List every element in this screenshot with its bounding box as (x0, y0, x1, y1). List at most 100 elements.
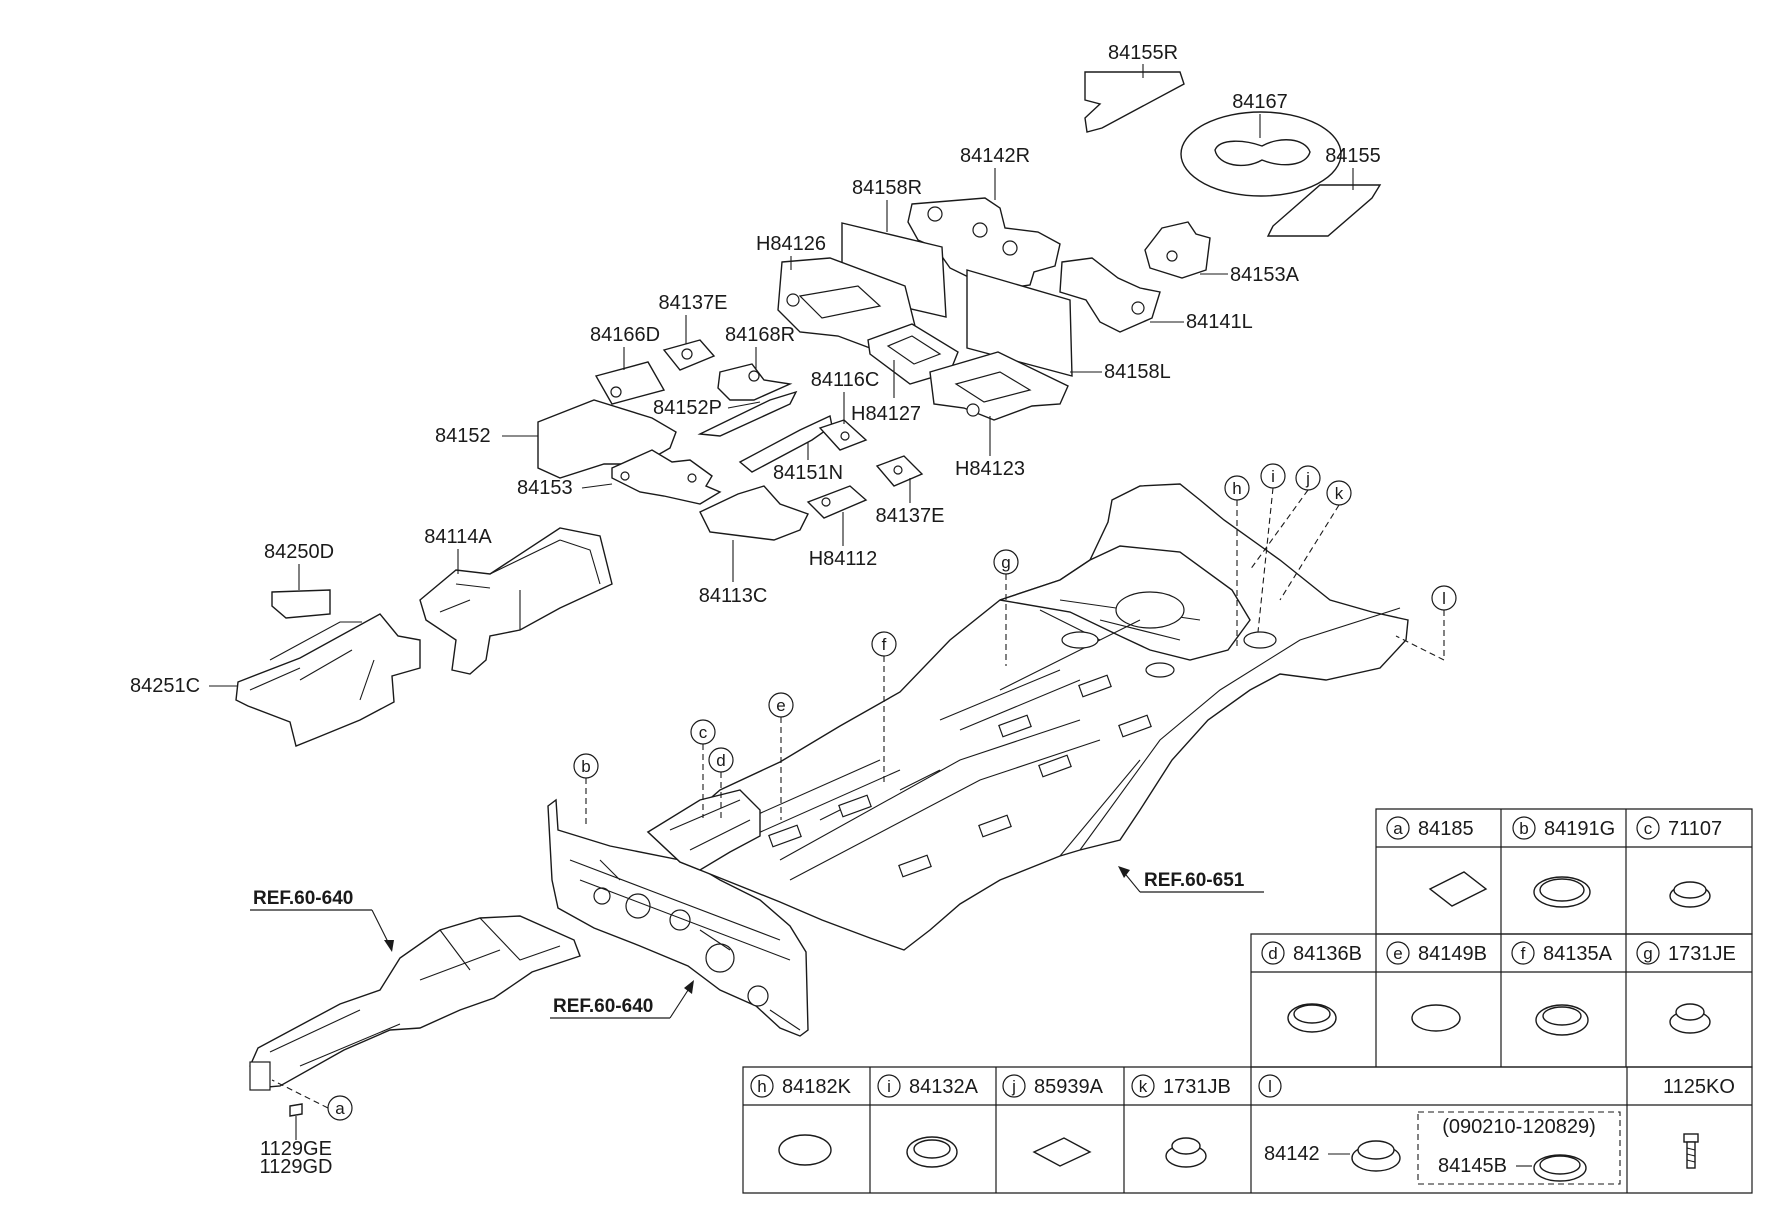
hole (893, 465, 903, 475)
front-rail-assembly (249, 915, 581, 1089)
pad-84168R (717, 363, 793, 401)
callout-g-letter: g (1001, 553, 1010, 572)
label-84250D: 84250D (264, 541, 334, 563)
legend-cell-c: c 71107 (1636, 816, 1722, 908)
svg-text:d: d (1268, 944, 1277, 963)
hole (748, 370, 760, 382)
label-84158L: 84158L (1104, 361, 1171, 383)
svg-text:f: f (1521, 944, 1526, 963)
part-84251C (235, 613, 421, 747)
icon-oval-pad (1411, 1004, 1461, 1032)
legend-part-84136B: 84136B (1293, 943, 1362, 965)
hole (966, 403, 980, 417)
svg-text:h: h (757, 1077, 766, 1096)
label-84152P: 84152P (653, 397, 722, 419)
label-H84127: H84127 (851, 403, 921, 425)
hole (840, 431, 850, 441)
part-84114A (419, 527, 613, 675)
pad-84153A (1144, 221, 1211, 279)
legend-part-84135A: 84135A (1543, 943, 1613, 965)
pad-84155 (1266, 184, 1382, 237)
legend-cell-e: e 84149B (1386, 941, 1487, 1032)
legend-part-71107: 71107 (1668, 818, 1722, 840)
pad-H84127-window (886, 335, 942, 365)
legend-part-84142: 84142 (1264, 1143, 1320, 1165)
callout-j-letter: j (1305, 469, 1310, 488)
legend-table: a 84185 b 84191G c 71107 d 84136B (742, 808, 1753, 1194)
legend-cell-j: j 85939A (1002, 1074, 1104, 1167)
svg-text:c: c (1644, 819, 1653, 838)
label-H84126: H84126 (756, 233, 826, 255)
label-H84123: H84123 (955, 458, 1025, 480)
svg-text:i: i (887, 1077, 891, 1096)
legend-part-84149B: 84149B (1418, 943, 1487, 965)
callout-a-letter: a (335, 1099, 345, 1118)
svg-text:k: k (1139, 1077, 1148, 1096)
legend-cell-d: d 84136B (1261, 941, 1362, 1033)
callout-i-letter: i (1271, 467, 1275, 486)
hole (610, 386, 622, 398)
label-84141L: 84141L (1186, 311, 1253, 333)
label-H84112: H84112 (809, 548, 878, 570)
pad-H84123-window (954, 371, 1032, 403)
label-1129GD: 1129GD (259, 1156, 332, 1178)
reference-labels: REF.60-640 REF.60-640 REF.60-651 (250, 866, 1264, 1019)
hole (1131, 301, 1145, 315)
icon-square-pad (1428, 871, 1488, 907)
left-assemblies (235, 527, 613, 1140)
legend-cell-1125KO: 1125KO (1663, 1076, 1735, 1169)
label-84137E-bottom: 84137E (876, 505, 945, 527)
label-84168R: 84168R (725, 324, 795, 346)
legend-part-1731JE: 1731JE (1668, 943, 1736, 965)
legend-date-range: (090210-120829) (1442, 1116, 1595, 1138)
icon-square-pad (1032, 1137, 1092, 1167)
label-84155R: 84155R (1108, 42, 1178, 64)
label-84153: 84153 (517, 477, 573, 499)
dash-panel (547, 798, 809, 1037)
label-1129GE: 1129GE (260, 1138, 332, 1160)
callout-h-letter: h (1232, 479, 1241, 498)
label-84142R: 84142R (960, 145, 1030, 167)
callout-d-letter: d (716, 751, 725, 770)
label-84151N: 84151N (773, 462, 843, 484)
svg-text:g: g (1643, 944, 1652, 963)
pad-84141L (1059, 257, 1161, 333)
pad-84250D (271, 589, 331, 619)
label-84116C: 84116C (811, 369, 880, 391)
legend-cell-k: k 1731JB (1131, 1074, 1231, 1168)
callout-b-letter: b (581, 757, 590, 776)
hole (972, 222, 988, 238)
legend-cell-i: i 84132A (877, 1074, 979, 1168)
label-84152: 84152 (435, 425, 491, 447)
label-84137E-top: 84137E (659, 292, 728, 314)
ref-label-1: REF.60-640 (253, 888, 353, 909)
svg-text:l: l (1268, 1077, 1272, 1096)
label-84114A: 84114A (424, 526, 492, 548)
hole (927, 206, 943, 222)
pad-H84126-window (798, 285, 882, 319)
svg-text:e: e (1393, 944, 1402, 963)
label-84155: 84155 (1325, 145, 1381, 167)
callouts: b c d e f g h i j k (271, 463, 1457, 1121)
hole (620, 471, 630, 481)
pad-84152P (697, 390, 798, 437)
pad-84153 (611, 449, 722, 505)
legend-cell-l: l 84142 (090210-120829) 84145B (1258, 1074, 1621, 1185)
hole (681, 348, 693, 360)
label-84153A: 84153A (1230, 264, 1300, 286)
pad-84158L (966, 269, 1073, 377)
callout-c-letter: c (699, 723, 708, 742)
label-84167: 84167 (1232, 91, 1288, 113)
callout-f-letter: f (882, 635, 887, 654)
icon-bolt (1683, 1133, 1699, 1143)
ref-label-2: REF.60-640 (553, 996, 653, 1017)
hole (821, 497, 831, 507)
icon-oval-pad (778, 1134, 832, 1166)
legend-part-84132A: 84132A (909, 1076, 979, 1098)
legend-part-84191G: 84191G (1544, 818, 1615, 840)
bolt-1129GE (289, 1103, 303, 1117)
legend-part-85939A: 85939A (1034, 1076, 1104, 1098)
pad-84155R (1084, 71, 1185, 133)
